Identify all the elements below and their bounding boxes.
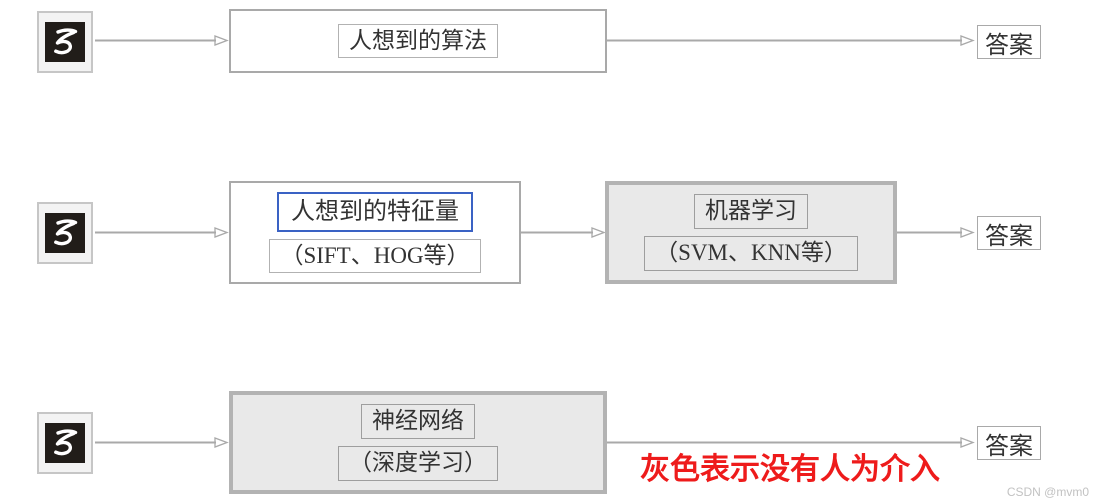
arrow-right-icon [95,227,229,238]
csdn-watermark: CSDN @mvm0 [1006,485,1089,499]
node-label-highlighted: 人想到的特征量 [277,191,473,232]
node-label: 机器学习 [694,194,808,229]
gray-means-no-human-note: 灰色表示没有人为介入 [640,453,940,486]
mnist-input-box [37,11,93,73]
answer-box: 答案 [977,25,1041,59]
handwritten-digit-5-icon [45,423,85,463]
node-sublabel: （SVM、KNN等） [644,236,858,271]
arrow-right-icon [95,437,229,448]
arrow-right-icon [521,227,606,238]
arrow-right-icon [897,227,975,238]
arrow-right-icon [95,35,229,46]
handwritten-digit-5-icon [45,22,85,62]
node-human-algorithm: 人想到的算法 [229,9,607,73]
mnist-input-box [37,202,93,264]
node-sublabel: （深度学习） [338,446,498,481]
node-neural-network: 神经网络 （深度学习） [229,391,607,494]
node-label: 神经网络 [361,404,475,439]
arrow-right-icon [607,437,975,448]
mnist-input-box [37,412,93,474]
node-machine-learning: 机器学习 （SVM、KNN等） [605,181,897,284]
node-sublabel: （SIFT、HOG等） [269,238,481,274]
arrow-right-icon [607,35,975,46]
answer-box: 答案 [977,426,1041,460]
answer-box: 答案 [977,216,1041,250]
handwritten-digit-5-icon [45,213,85,253]
node-human-features: 人想到的特征量 （SIFT、HOG等） [229,181,521,284]
node-label: 人想到的算法 [338,23,498,59]
